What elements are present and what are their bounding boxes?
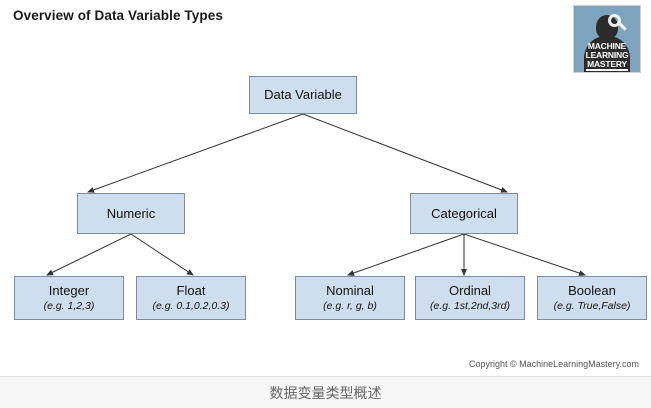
- tree-node-label: Categorical: [431, 205, 497, 221]
- tree-node-nominal: Nominal (e.g. r, g, b): [295, 276, 405, 320]
- tree-node-label: Integer: [48, 283, 90, 298]
- connector-numeric-to-integer: [46, 233, 132, 276]
- logo-text-line-3: MASTERY: [587, 59, 627, 70]
- connector-categorical-to-nominal: [347, 233, 465, 276]
- tree-node-example: (e.g. True,False): [553, 300, 631, 312]
- tree-node-label: Numeric: [106, 205, 156, 221]
- logo-silhouette-body: [584, 36, 630, 72]
- tree-node-example: (e.g. 1,2,3): [43, 300, 95, 312]
- diagram-card: Overview of Data Variable Types MACHINE …: [0, 5, 651, 377]
- logo-text-line-2: LEARNING: [585, 50, 629, 61]
- tree-node-example: (e.g. 0.1,0.2,0.3): [152, 300, 230, 312]
- connector-categorical-to-boolean: [463, 233, 586, 276]
- tree-node-categorical: Categorical: [410, 193, 518, 234]
- tree-node-example: (e.g. 1st,2nd,3rd): [430, 300, 510, 312]
- gear-icon: [608, 14, 621, 27]
- caption-text: 数据变量类型概述: [0, 377, 651, 408]
- logo-text: MACHINE LEARNING MASTERY: [574, 41, 640, 70]
- tree-node-label: Boolean: [568, 283, 616, 298]
- tree-node-label: Nominal: [326, 283, 374, 298]
- connector-data-variable-to-categorical: [302, 113, 508, 193]
- machine-learning-mastery-logo: MACHINE LEARNING MASTERY: [573, 5, 641, 73]
- tree-node-label: Data Variable: [264, 87, 342, 102]
- logo-text-line-1: MACHINE: [587, 41, 627, 51]
- tree-node-integer: Integer (e.g. 1,2,3): [14, 276, 124, 320]
- tree-node-label: Ordinal: [449, 283, 491, 298]
- logo-underline: [586, 69, 628, 71]
- copyright-text: Copyright © MachineLearningMastery.com: [468, 359, 639, 369]
- connector-data-variable-to-numeric: [87, 113, 304, 193]
- tree-node-label: Float: [176, 283, 206, 298]
- tree-node-example: (e.g. r, g, b): [323, 300, 377, 312]
- tree-node-data-variable: Data Variable: [249, 76, 357, 114]
- tree-node-boolean: Boolean (e.g. True,False): [537, 276, 647, 320]
- connector-numeric-to-float: [130, 233, 194, 276]
- tree-node-float: Float (e.g. 0.1,0.2,0.3): [136, 276, 246, 320]
- tree-node-numeric: Numeric: [77, 193, 185, 234]
- tree-node-ordinal: Ordinal (e.g. 1st,2nd,3rd): [415, 276, 525, 320]
- page-title: Overview of Data Variable Types: [13, 8, 223, 23]
- tree-connectors: [46, 113, 586, 276]
